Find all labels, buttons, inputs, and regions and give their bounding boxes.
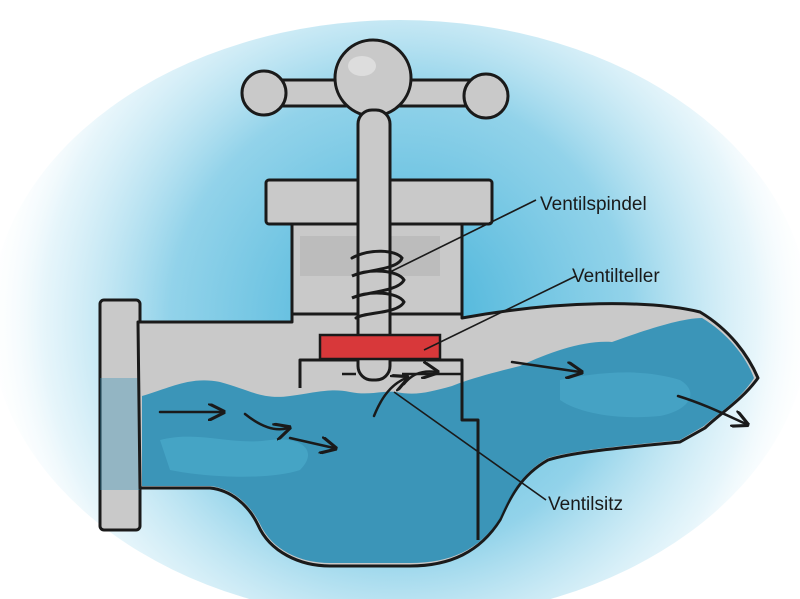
label-ventilteller: Ventilteller <box>572 266 660 287</box>
inlet-flange <box>98 298 142 532</box>
arrow-right-icon <box>372 378 406 418</box>
label-ventilsitz: Ventilsitz <box>548 494 623 515</box>
valve-disc <box>318 333 442 361</box>
arrow-right-icon <box>676 394 746 424</box>
label-ventilspindel: Ventilspindel <box>540 194 647 215</box>
arrow-right-icon <box>402 372 436 386</box>
disc-leader <box>423 275 577 351</box>
seat-wall <box>298 358 480 540</box>
arrow-right-icon <box>288 438 334 448</box>
water-highlight-2 <box>560 372 691 418</box>
t-handle-icon <box>240 38 510 120</box>
arrow-right-icon <box>510 360 580 372</box>
spindle-leader <box>389 199 537 273</box>
seat-leader <box>393 391 547 501</box>
water-highlight <box>160 436 309 477</box>
leader-lines <box>389 199 577 501</box>
spindle <box>350 108 406 382</box>
arrow-right-icon <box>243 412 288 429</box>
flow-arrows <box>158 360 746 448</box>
